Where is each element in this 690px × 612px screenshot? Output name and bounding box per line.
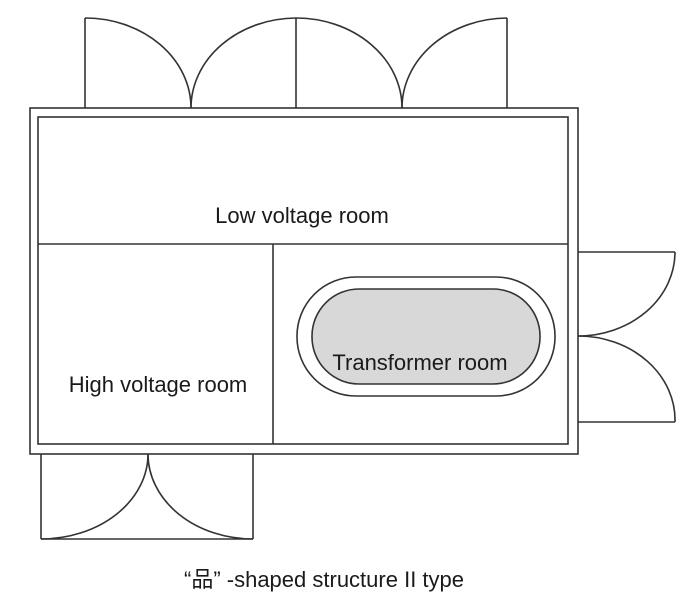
- low-voltage-room-label: Low voltage room: [215, 203, 389, 228]
- transformer-room-label: Transformer room: [332, 350, 507, 375]
- top-door-left-pair: [84, 17, 297, 109]
- high-voltage-room-label: High voltage room: [69, 372, 248, 397]
- right-door-pair: [577, 251, 676, 423]
- diagram-caption: “品” -shaped structure II type: [184, 567, 464, 592]
- inner-wall: [37, 116, 569, 445]
- transformer-outline: [296, 276, 556, 397]
- bottom-door-pair: [40, 453, 254, 540]
- outer-wall: [29, 107, 579, 455]
- top-door-right-pair: [295, 17, 508, 109]
- transformer-body: [311, 288, 541, 385]
